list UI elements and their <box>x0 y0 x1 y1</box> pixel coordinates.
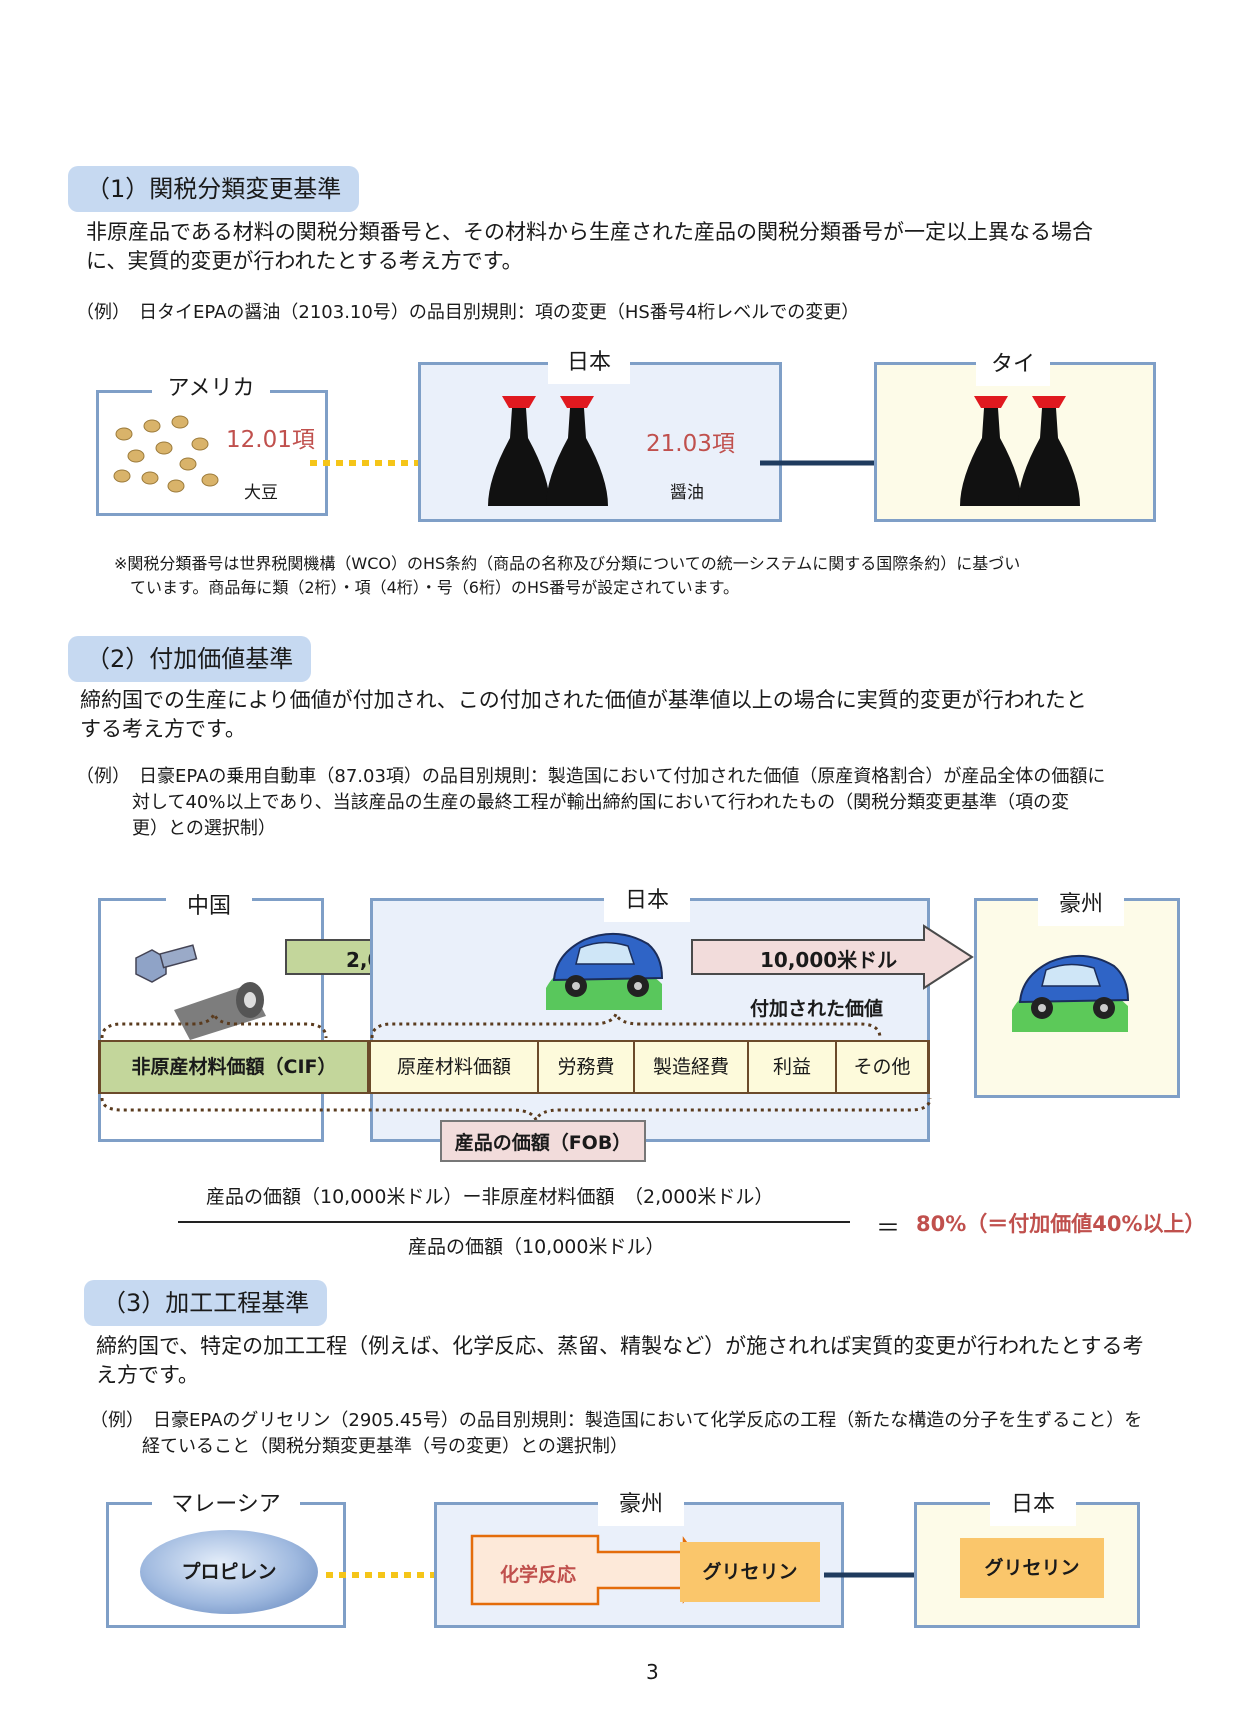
section-3-title: （3）加工工程基準 <box>84 1280 328 1326</box>
bar-cell-labor: 労務費 <box>539 1042 635 1092</box>
section-3-body: 締約国で、特定の加工工程（例えば、化学反応、蒸留、精製など）が施されれば実質的変… <box>96 1332 1236 1390</box>
hs-note: ※関税分類番号は世界税関機構（WCO）のHS条約（商品の名称及び分類についての統… <box>114 552 1234 600</box>
hs-note-line: ています。商品毎に類（2桁）・項（4桁）・号（6桁）のHS番号が設定されています… <box>130 578 740 597</box>
bar-cell-originating-materials: 原産材料価額 <box>371 1042 539 1092</box>
dotted-brace-top <box>100 1009 882 1039</box>
bar-cell-manufacturing: 製造経費 <box>635 1042 749 1092</box>
section-2-body-line: する考え方です。 <box>80 717 246 741</box>
car-icon <box>546 932 664 1010</box>
box-label-japan-3: 日本 <box>990 1484 1076 1526</box>
section-2-body-line: 締約国での生産により価値が付加され、この付加された価値が基準値以上の場合に実質的… <box>80 688 1087 712</box>
value-arrow-10000 <box>691 924 974 990</box>
section-3-example: （例） 日豪EPAのグリセリン（2905.45号）の品目別規則：製造国において化… <box>90 1408 1250 1460</box>
page-number: 3 <box>646 1660 659 1684</box>
box-label-china: 中国 <box>166 886 252 928</box>
soy-sauce-bottle-icon <box>488 396 608 506</box>
item-soybean: 大豆 <box>244 483 278 503</box>
box-label-australia-2: 豪州 <box>598 1484 684 1526</box>
section-1-title: （1）関税分類変更基準 <box>68 166 360 212</box>
section-2-body: 締約国での生産により価値が付加され、この付加された価値が基準値以上の場合に実質的… <box>80 686 1230 744</box>
bar-cell-non-originating: 非原産材料価額（CIF） <box>101 1042 371 1092</box>
formula-denominator: 産品の価額（10,000米ドル） <box>408 1236 665 1258</box>
hs-code-soy-sauce: 21.03項 <box>646 431 735 457</box>
section-3-body-line: え方です。 <box>96 1363 199 1387</box>
formula-equals: ＝ <box>876 1214 900 1242</box>
section-2-example-line: 対して40%以上であり、当該産品の生産の最終工程が輸出締約国において行われたもの… <box>132 792 1070 813</box>
section-1-body-line: 非原産品である材料の関税分類番号と、その材料から生産された産品の関税分類番号が一… <box>86 220 1093 244</box>
fob-label: 産品の価額（FOB） <box>440 1120 646 1162</box>
box-label-japan-2: 日本 <box>604 880 690 922</box>
glycerin-box-1: グリセリン <box>680 1542 820 1602</box>
added-value-label: 付加された価値 <box>750 998 884 1020</box>
formula-result: 80%（＝付加価値40%以上） <box>916 1212 1206 1236</box>
box-label-thailand: タイ <box>976 344 1050 386</box>
soy-sauce-bottle-icon <box>960 396 1080 506</box>
item-soy-sauce: 醤油 <box>670 483 704 503</box>
value-10000-label: 10,000米ドル <box>760 948 898 972</box>
section-2-example-line: （例） 日豪EPAの乗用自動車（87.03項）の品目別規則：製造国において付加さ… <box>76 766 1106 787</box>
soybeans-icon <box>113 415 219 493</box>
process-chemical-reaction: 化学反応 <box>499 1564 576 1586</box>
section-2-example-line: 更）との選択制） <box>132 818 276 839</box>
propylene-ellipse: プロピレン <box>140 1530 318 1614</box>
section-1-body: 非原産品である材料の関税分類番号と、その材料から生産された産品の関税分類番号が一… <box>86 218 1226 276</box>
hs-code-soybean: 12.01項 <box>226 427 315 453</box>
hs-note-line: ※関税分類番号は世界税関機構（WCO）のHS条約（商品の名称及び分類についての統… <box>114 554 1021 573</box>
glycerin-box-2: グリセリン <box>960 1538 1104 1598</box>
section-2-example: （例） 日豪EPAの乗用自動車（87.03項）の品目別規則：製造国において付加さ… <box>76 764 1236 842</box>
box-label-america: アメリカ <box>152 368 270 410</box>
bar-cell-other: その他 <box>837 1042 927 1092</box>
box-label-malaysia: マレーシア <box>152 1484 300 1526</box>
section-1-body-line: に、実質的変更が行われたとする考え方です。 <box>86 249 523 273</box>
section-1-example: （例） 日タイEPAの醤油（2103.10号）の品目別規則：項の変更（HS番号4… <box>76 302 860 323</box>
section-3-example-line: （例） 日豪EPAのグリセリン（2905.45号）の品目別規則：製造国において化… <box>90 1410 1143 1431</box>
formula-fraction-line <box>178 1221 850 1223</box>
section-2-title: （2）付加価値基準 <box>68 636 312 682</box>
box-label-japan: 日本 <box>548 342 630 384</box>
box-label-australia: 豪州 <box>1038 884 1124 926</box>
section-3-body-line: 締約国で、特定の加工工程（例えば、化学反応、蒸留、精製など）が施されれば実質的変… <box>96 1334 1144 1358</box>
car-icon <box>1012 954 1130 1032</box>
section-3-example-line: 経ていること（関税分類変更基準（号の変更）との選択制） <box>142 1436 628 1457</box>
formula-numerator: 産品の価額（10,000米ドル）ー非原産材料価額 （2,000米ドル） <box>206 1186 774 1208</box>
bolt-and-steel-roll-icon <box>135 944 266 1040</box>
bar-cell-profit: 利益 <box>749 1042 837 1092</box>
